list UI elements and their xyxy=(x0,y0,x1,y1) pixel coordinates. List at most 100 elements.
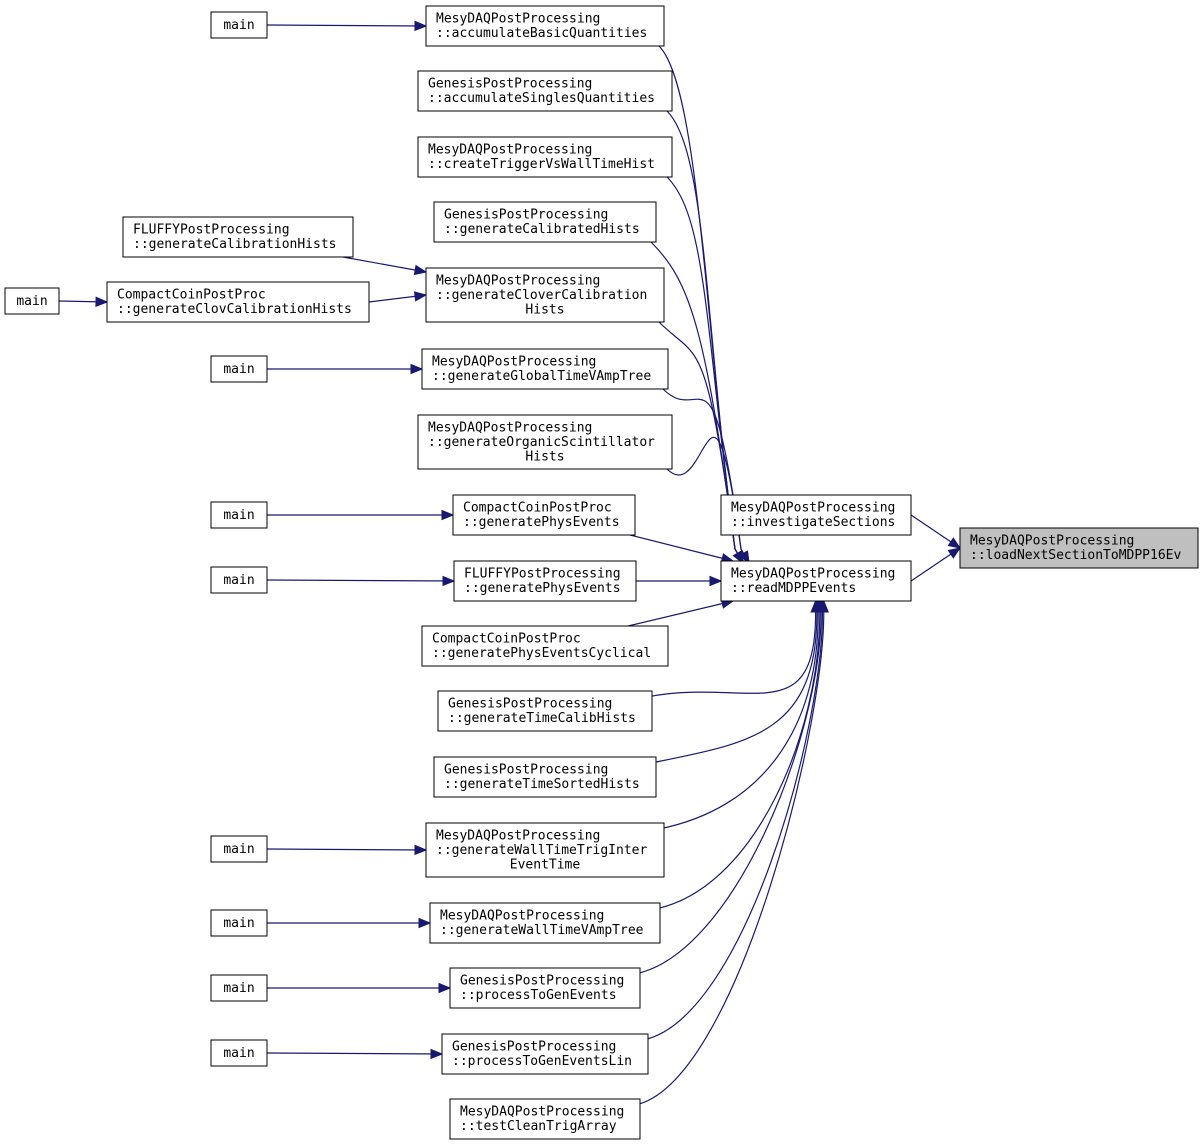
node-box xyxy=(210,566,268,594)
node-label-line: GenesisPostProcessing xyxy=(448,697,612,712)
node-label-line: ::readMDPPEvents xyxy=(731,581,856,596)
node-label-line: main xyxy=(223,508,254,523)
node-wallVAmp[interactable]: MesyDAQPostProcessing::generateWallTimeV… xyxy=(429,902,661,944)
node-wallInter[interactable]: MesyDAQPostProcessing::generateWallTimeT… xyxy=(425,822,665,878)
node-box xyxy=(4,287,60,315)
node-label-line: CompactCoinPostProc xyxy=(463,501,612,516)
node-fluffyCalib[interactable]: FLUFFYPostProcessing::generateCalibratio… xyxy=(122,216,354,258)
node-box xyxy=(429,902,661,944)
node-label-line: ::generateCalibratedHists xyxy=(444,222,640,237)
node-box xyxy=(425,267,665,323)
node-cloverCalib[interactable]: MesyDAQPostProcessing::generateCloverCal… xyxy=(425,267,665,323)
node-label-line: ::processToGenEvents xyxy=(460,988,617,1003)
node-label-line: ::createTriggerVsWallTimeHist xyxy=(428,157,655,172)
node-testClean[interactable]: MesyDAQPostProcessing::testCleanTrigArra… xyxy=(449,1098,641,1140)
node-label-line: main xyxy=(223,18,254,33)
node-label-line: ::processToGenEventsLin xyxy=(452,1054,632,1069)
node-label-line: MesyDAQPostProcessing xyxy=(440,909,604,924)
edge-line xyxy=(629,534,734,562)
node-ccCyc[interactable]: CompactCoinPostProc::generatePhysEventsC… xyxy=(421,625,669,667)
node-label-line: main xyxy=(223,362,254,377)
node-label-line: ::generatePhysEvents xyxy=(463,515,620,530)
node-label-line: ::generateCloverCalibration xyxy=(436,288,647,303)
node-box xyxy=(437,690,653,732)
node-box xyxy=(210,974,268,1002)
node-m7[interactable]: main xyxy=(210,909,268,937)
node-label-line: main xyxy=(223,573,254,588)
node-label-line: ::generateWallTimeTrigInter xyxy=(436,843,647,858)
node-label-line: MesyDAQPostProcessing xyxy=(460,1105,624,1120)
node-label-line: MesyDAQPostProcessing xyxy=(731,501,895,516)
node-organic[interactable]: MesyDAQPostProcessing::generateOrganicSc… xyxy=(417,414,673,470)
node-box xyxy=(449,1098,641,1140)
node-target[interactable]: MesyDAQPostProcessing::loadNextSectionTo… xyxy=(959,527,1199,569)
edges-layer xyxy=(58,20,962,1106)
node-label-line: GenesisPostProcessing xyxy=(444,208,608,223)
edge-line xyxy=(650,612,818,764)
node-accSingles[interactable]: GenesisPostProcessing::accumulateSingles… xyxy=(417,70,673,112)
node-timeCalib[interactable]: GenesisPostProcessing::generateTimeCalib… xyxy=(437,690,653,732)
node-genCalibrated[interactable]: GenesisPostProcessing::generateCalibrate… xyxy=(433,201,657,243)
edge-arrowhead xyxy=(418,917,432,929)
edge-line xyxy=(646,612,817,698)
node-createTrig[interactable]: MesyDAQPostProcessing::createTriggerVsWa… xyxy=(417,136,673,178)
node-box xyxy=(106,281,370,323)
node-box xyxy=(210,909,268,937)
node-box xyxy=(433,201,657,243)
node-label-line: ::accumulateSinglesQuantities xyxy=(428,91,655,106)
node-accBasic[interactable]: MesyDAQPostProcessing::accumulateBasicQu… xyxy=(425,5,665,47)
node-m5[interactable]: main xyxy=(210,566,268,594)
node-box xyxy=(425,822,665,878)
node-label-line: FLUFFYPostProcessing xyxy=(464,567,621,582)
node-label-line: MesyDAQPostProcessing xyxy=(436,828,600,843)
node-m4[interactable]: main xyxy=(210,501,268,529)
node-clovCalib[interactable]: CompactCoinPostProc::generateClovCalibra… xyxy=(106,281,370,323)
node-label-line: main xyxy=(223,1046,254,1061)
node-box xyxy=(453,560,637,602)
node-timeSorted[interactable]: GenesisPostProcessing::generateTimeSorte… xyxy=(433,756,657,798)
node-procGenLin[interactable]: GenesisPostProcessing::processToGenEvent… xyxy=(441,1033,649,1075)
edge-line xyxy=(662,388,742,550)
edge-line xyxy=(666,436,742,550)
node-label-line: ::generateOrganicScintillator xyxy=(428,435,655,450)
edge-line xyxy=(658,612,819,830)
node-label-line: EventTime xyxy=(510,857,581,872)
node-box xyxy=(720,494,912,536)
node-box xyxy=(210,1039,268,1067)
node-procGen[interactable]: GenesisPostProcessing::processToGenEvent… xyxy=(449,967,641,1009)
edge-arrowhead xyxy=(414,844,428,856)
node-globalTime[interactable]: MesyDAQPostProcessing::generateGlobalTim… xyxy=(421,348,669,390)
node-m9[interactable]: main xyxy=(210,1039,268,1067)
node-box xyxy=(720,560,912,602)
node-label-line: main xyxy=(223,842,254,857)
node-ccPhys[interactable]: CompactCoinPostProc::generatePhysEvents xyxy=(452,494,636,536)
node-box xyxy=(452,494,636,536)
node-m8[interactable]: main xyxy=(210,974,268,1002)
edge-line xyxy=(627,600,734,627)
node-investigate[interactable]: MesyDAQPostProcessing::investigateSectio… xyxy=(720,494,912,536)
node-box xyxy=(441,1033,649,1075)
node-label-line: main xyxy=(223,916,254,931)
node-m2[interactable]: main xyxy=(4,287,60,315)
node-box xyxy=(417,70,673,112)
edge-line xyxy=(342,256,427,273)
node-m6[interactable]: main xyxy=(210,835,268,863)
node-label-line: MesyDAQPostProcessing xyxy=(731,567,895,582)
edge-line xyxy=(658,321,736,550)
edge-line xyxy=(634,612,825,1106)
node-m1[interactable]: main xyxy=(210,11,268,39)
edge-arrowhead xyxy=(709,575,723,587)
edge-arrowhead xyxy=(413,291,428,302)
node-label-line: ::loadNextSectionToMDPP16Ev xyxy=(970,548,1181,563)
node-label-line: Hists xyxy=(525,302,564,317)
node-label-line: Hists xyxy=(525,449,564,464)
node-label-line: MesyDAQPostProcessing xyxy=(432,355,596,370)
node-flPhys[interactable]: FLUFFYPostProcessing::generatePhysEvents xyxy=(453,560,637,602)
edge-arrowhead xyxy=(947,547,962,559)
edge-arrowhead xyxy=(95,296,109,308)
node-read[interactable]: MesyDAQPostProcessing::readMDPPEvents xyxy=(720,560,912,602)
node-m3[interactable]: main xyxy=(210,355,268,383)
node-box xyxy=(959,527,1199,569)
node-label-line: ::accumulateBasicQuantities xyxy=(436,26,647,41)
node-label-line: ::generatePhysEventsCyclical xyxy=(432,646,651,661)
